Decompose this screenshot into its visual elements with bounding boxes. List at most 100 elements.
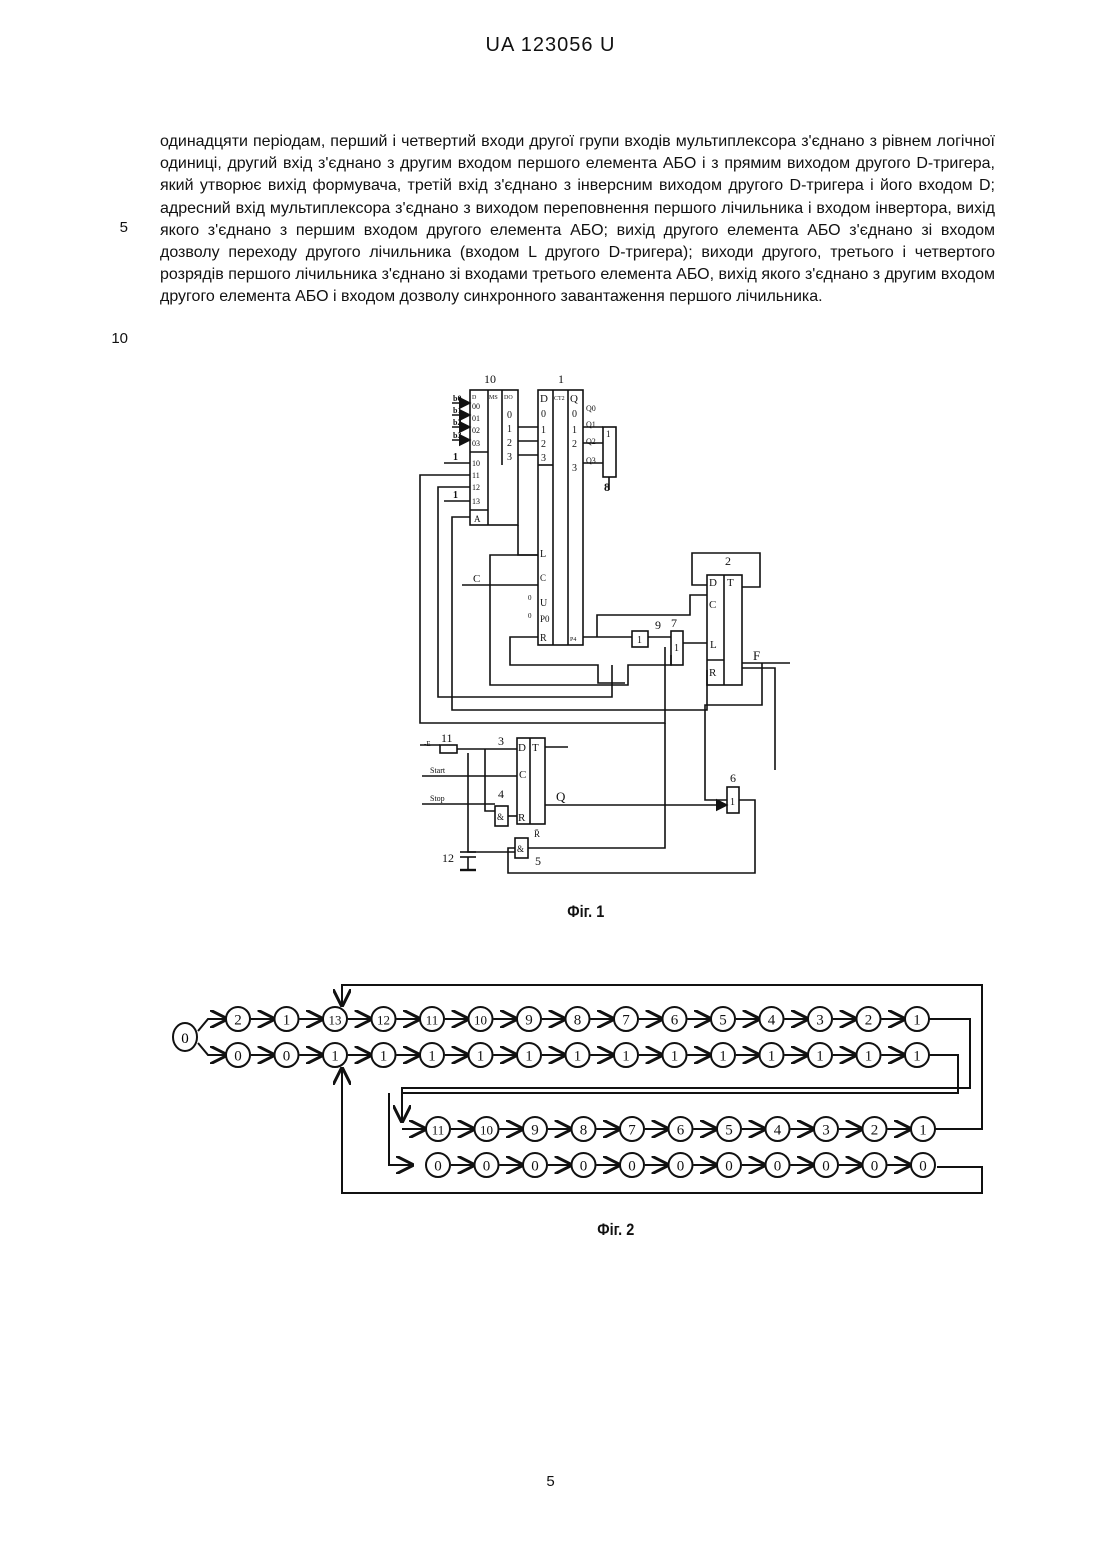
trig3-d: D bbox=[518, 742, 526, 754]
page-number: 5 bbox=[0, 1473, 1101, 1490]
label-q: Q bbox=[556, 789, 566, 804]
body-paragraph: одинадцяти періодам, перший і четвертий … bbox=[160, 131, 995, 309]
row1-bottom-3-label: 1 bbox=[380, 1049, 388, 1065]
mux-in-02: 02 bbox=[472, 426, 480, 435]
row2-top-1-label: 10 bbox=[480, 1123, 493, 1138]
row2-top-9-label: 2 bbox=[871, 1123, 879, 1139]
b2: b2 bbox=[453, 418, 461, 427]
label-1: 1 bbox=[558, 372, 564, 386]
row2-top-2-label: 9 bbox=[531, 1123, 539, 1139]
label-start: Start bbox=[430, 766, 446, 775]
trig-t: T bbox=[727, 577, 734, 589]
b3: b3 bbox=[453, 431, 461, 440]
q-out-3: Q3 bbox=[586, 456, 596, 465]
row1-bottom-12-label: 1 bbox=[816, 1049, 824, 1065]
mux-in-00: 00 bbox=[472, 402, 480, 411]
row1-top-0-label: 2 bbox=[234, 1013, 242, 1029]
row1-top-8-label: 7 bbox=[622, 1013, 630, 1029]
row1-top-6-label: 9 bbox=[525, 1013, 533, 1029]
row1-top-9-label: 6 bbox=[671, 1013, 679, 1029]
label-stop: Stop bbox=[430, 794, 445, 803]
ctr-din-0: 0 bbox=[541, 409, 546, 420]
b1: b1 bbox=[453, 406, 461, 415]
ctr-q-0: 0 bbox=[572, 409, 577, 420]
row1-bottom-4-label: 1 bbox=[428, 1049, 436, 1065]
row1-top-14-label: 1 bbox=[913, 1013, 921, 1029]
row1-bottom-14-label: 1 bbox=[913, 1049, 921, 1065]
row2-bottom-10-label: 0 bbox=[919, 1159, 927, 1175]
label-12: 12 bbox=[442, 851, 454, 865]
row1-top-3-label: 12 bbox=[377, 1013, 390, 1028]
row2-top-0-label: 11 bbox=[432, 1123, 445, 1138]
figure-2-caption: Фіг. 2 bbox=[597, 1220, 634, 1240]
label-e-in: -E bbox=[424, 740, 431, 748]
mux-in-01: 01 bbox=[472, 414, 480, 423]
label-2: 2 bbox=[725, 554, 731, 568]
row1-top-12-label: 3 bbox=[816, 1013, 824, 1029]
mux-out-1: 1 bbox=[507, 424, 512, 435]
and4-sym: & bbox=[497, 812, 504, 822]
label-9: 9 bbox=[655, 618, 661, 632]
zero-p: 0 bbox=[528, 612, 532, 620]
label-6: 6 bbox=[730, 771, 736, 785]
or8-sym: 1 bbox=[606, 429, 611, 439]
row1-bottom-6-label: 1 bbox=[525, 1049, 533, 1065]
mux-in-11: 11 bbox=[472, 471, 480, 480]
mux-title: MS bbox=[489, 395, 498, 401]
ctr-q-1: 1 bbox=[572, 425, 577, 436]
row1-bottom-10-label: 1 bbox=[719, 1049, 727, 1065]
figure-2-state-diagram: 0211312111098765432100111111111111111109… bbox=[160, 975, 1000, 1205]
row2-bottom-5-label: 0 bbox=[677, 1159, 685, 1175]
row2-bottom-3-label: 0 bbox=[580, 1159, 588, 1175]
row2-top-5-label: 6 bbox=[677, 1123, 685, 1139]
row1-top-11-label: 4 bbox=[768, 1013, 776, 1029]
patent-header: UA 123056 U bbox=[0, 34, 1101, 57]
mux-do: DO bbox=[504, 395, 513, 401]
row1-top-4-label: 11 bbox=[426, 1013, 439, 1028]
row1-bottom-8-label: 1 bbox=[622, 1049, 630, 1065]
row2-bottom-7-label: 0 bbox=[774, 1159, 782, 1175]
ctr-ct: CT2 bbox=[554, 396, 565, 402]
trig-r: R bbox=[709, 667, 717, 679]
b0: b0 bbox=[453, 394, 461, 403]
label-4: 4 bbox=[498, 787, 504, 801]
row2-bottom-4-label: 0 bbox=[628, 1159, 636, 1175]
row1-bottom-13-label: 1 bbox=[865, 1049, 873, 1065]
row1-bottom-5-label: 1 bbox=[477, 1049, 485, 1065]
row2-bottom-9-label: 0 bbox=[871, 1159, 879, 1175]
row1-bottom-9-label: 1 bbox=[671, 1049, 679, 1065]
row2-bottom-6-label: 0 bbox=[725, 1159, 733, 1175]
zero-u: 0 bbox=[528, 594, 532, 602]
row2-bottom-1-label: 0 bbox=[483, 1159, 491, 1175]
ctr-din-2: 2 bbox=[541, 439, 546, 450]
row1-bottom-1-label: 0 bbox=[283, 1049, 291, 1065]
mux-in-03: 03 bbox=[472, 439, 480, 448]
trig3-c: C bbox=[519, 769, 526, 781]
mux-out-3: 3 bbox=[507, 452, 512, 463]
mux-in-12: 12 bbox=[472, 483, 480, 492]
loop-top-line bbox=[402, 1019, 970, 1121]
start-branch-top bbox=[198, 1019, 226, 1031]
label-11: 11 bbox=[441, 731, 453, 745]
label-rbar: R̄ bbox=[534, 829, 540, 839]
row2-top-7-label: 4 bbox=[774, 1123, 782, 1139]
trig3-r: R bbox=[518, 812, 526, 824]
ctr-din-1: 1 bbox=[541, 425, 546, 436]
ctr-c: C bbox=[540, 573, 546, 583]
trig-d: D bbox=[709, 577, 717, 589]
start-node-label: 0 bbox=[181, 1031, 189, 1047]
mux-out-2: 2 bbox=[507, 438, 512, 449]
row1-bottom-7-label: 1 bbox=[574, 1049, 582, 1065]
label-f-out: F bbox=[753, 648, 760, 663]
label-8: 8 bbox=[604, 480, 610, 494]
ctr-p4: P4 bbox=[570, 637, 576, 643]
line-number-10: 10 bbox=[98, 330, 128, 347]
inv9-sym: 1 bbox=[637, 635, 642, 646]
row2-top-3-label: 8 bbox=[580, 1123, 588, 1139]
mux-out-0: 0 bbox=[507, 410, 512, 421]
mux-in-13: 13 bbox=[472, 497, 480, 506]
mux-a: A bbox=[474, 514, 481, 524]
row2-bottom-0-label: 0 bbox=[434, 1159, 442, 1175]
figure-1-schematic: 10 1 8 2 9 7 11 3 4 5 6 12 C F -E Start … bbox=[400, 365, 790, 885]
ctr-u: U bbox=[540, 598, 548, 609]
